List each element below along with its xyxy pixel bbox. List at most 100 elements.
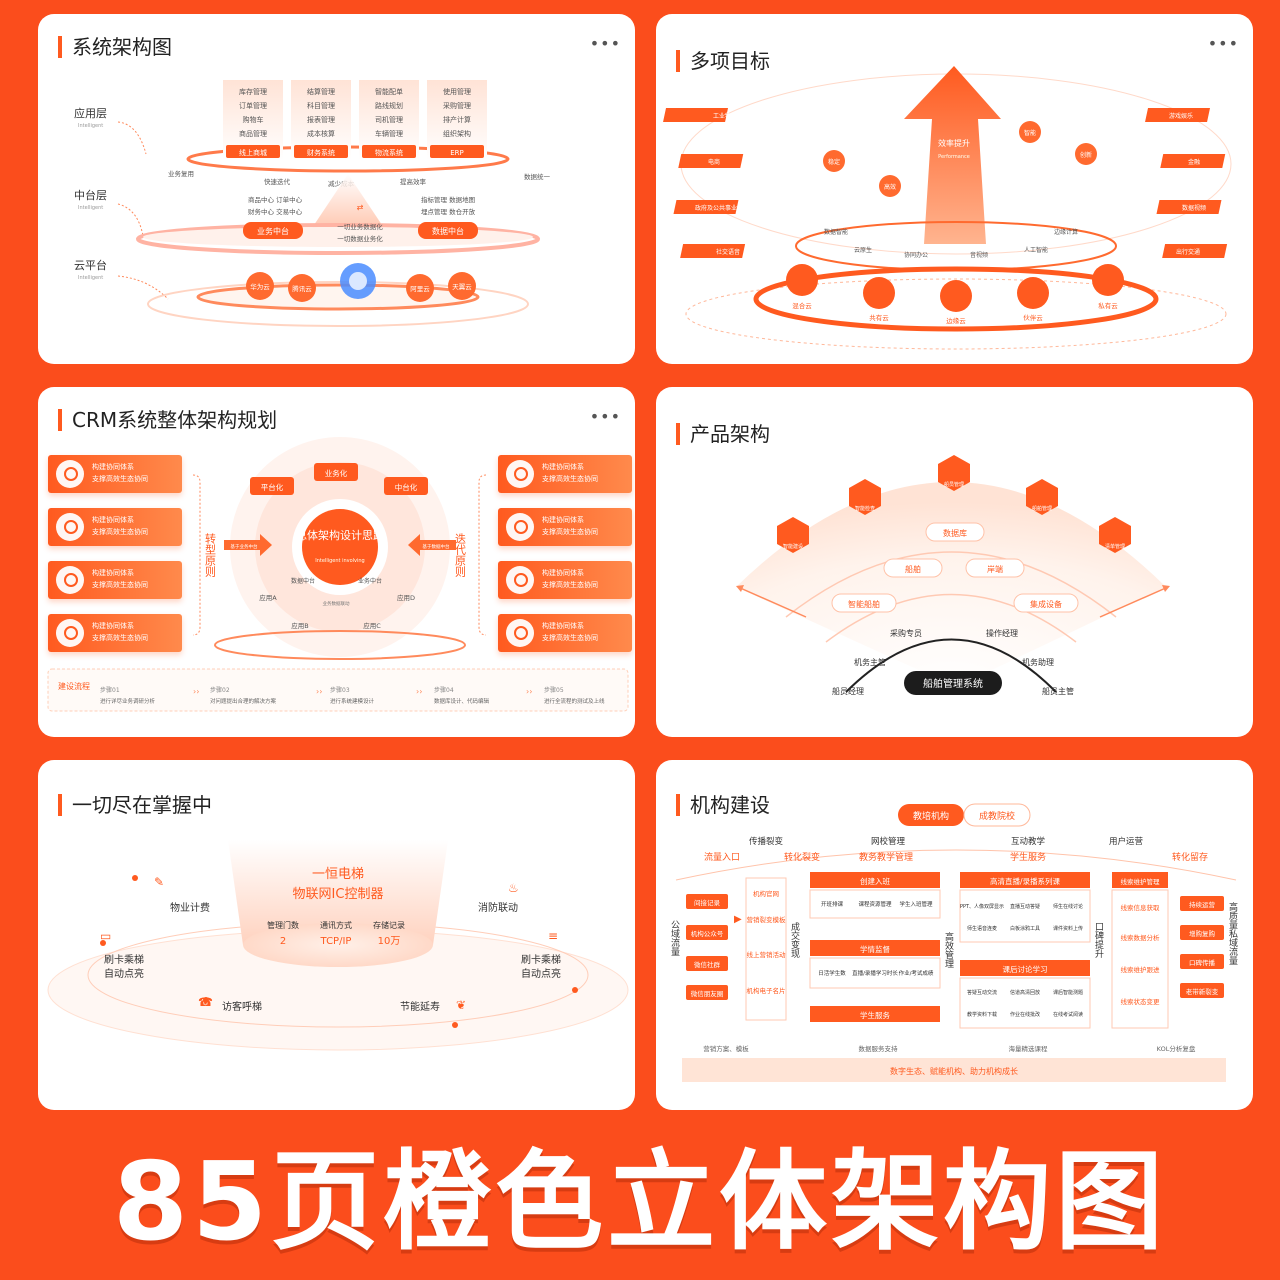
svg-text:线索数据分析: 线索数据分析 — [1121, 933, 1161, 942]
crm-card: 构建协同体系支撑高效生态协同 — [498, 561, 632, 599]
svg-text:数据统一: 数据统一 — [524, 172, 551, 181]
svg-text:减少成本: 减少成本 — [328, 179, 355, 188]
app-column: 库存管理 订单管理 购物车 商品管理 线上商城 — [223, 80, 283, 160]
card-icon: ▭ — [100, 929, 111, 943]
cloud-node — [448, 272, 476, 300]
svg-text:指标管理 数据地图: 指标管理 数据地图 — [421, 195, 475, 204]
arrow-right-icon: ▶ — [734, 914, 742, 925]
svg-text:共有云: 共有云 — [869, 313, 889, 322]
svg-text:腾讯云: 腾讯云 — [292, 284, 312, 293]
svg-text:自动点亮: 自动点亮 — [521, 967, 561, 980]
svg-text:迭代原则: 迭代原则 — [454, 533, 467, 578]
svg-text:线索维护跟进: 线索维护跟进 — [1121, 965, 1161, 974]
svg-text:财务中心 交易中心: 财务中心 交易中心 — [248, 207, 303, 216]
svg-text:船员管理: 船员管理 — [944, 481, 964, 488]
svg-text:机务助理: 机务助理 — [1022, 657, 1054, 667]
chevron-right-icon: ›› — [316, 687, 322, 696]
svg-text:转化留存: 转化留存 — [1172, 851, 1208, 863]
crm-card: 构建协同体系支撑高效生态协同 — [48, 455, 182, 493]
svg-text:结算管理: 结算管理 — [307, 87, 335, 96]
svg-text:商品管理: 商品管理 — [239, 129, 267, 138]
svg-text:间接记录: 间接记录 — [694, 898, 721, 907]
tab-edu — [898, 804, 964, 826]
svg-text:用户运营: 用户运营 — [1109, 836, 1143, 847]
svg-text:日活学生数: 日活学生数 — [818, 969, 846, 977]
svg-text:业务中台: 业务中台 — [257, 226, 289, 236]
svg-text:一切业务数据化: 一切业务数据化 — [337, 222, 383, 231]
svg-text:机构公众号: 机构公众号 — [691, 929, 724, 938]
cloud-node — [863, 277, 895, 309]
svg-text:效率提升: 效率提升 — [938, 138, 970, 148]
svg-text:业务中台: 业务中台 — [358, 577, 382, 585]
svg-text:采购管理: 采购管理 — [443, 101, 471, 110]
svg-text:智能检查: 智能检查 — [855, 505, 875, 512]
svg-text:应用A: 应用A — [259, 593, 277, 602]
layer-label: 中台层 — [74, 188, 107, 202]
svg-text:集成设备: 集成设备 — [1030, 599, 1062, 609]
right-arrow-icon — [224, 534, 272, 556]
svg-text:伙伴云: 伙伴云 — [1023, 313, 1043, 322]
svg-text:10万: 10万 — [378, 936, 401, 947]
crm-card: 构建协同体系支撑高效生态协同 — [48, 561, 182, 599]
svg-text:提高效率: 提高效率 — [400, 177, 427, 186]
svg-text:步骤04: 步骤04 — [434, 686, 454, 694]
svg-text:报表管理: 报表管理 — [307, 115, 335, 124]
svg-text:教培机构: 教培机构 — [913, 810, 949, 822]
chevron-right-icon: ›› — [526, 687, 532, 696]
data-center-button — [418, 222, 478, 239]
svg-text:机构官网: 机构官网 — [753, 889, 779, 898]
more-icon[interactable]: ••• — [1207, 34, 1239, 53]
svg-text:刷卡乘梯: 刷卡乘梯 — [521, 953, 561, 966]
headline: 85页橙色立体架构图 — [112, 1140, 1168, 1265]
svg-text:Intelligent involving: Intelligent involving — [315, 558, 364, 564]
svg-text:TCP/IP: TCP/IP — [320, 936, 352, 947]
svg-text:机构电子名片: 机构电子名片 — [747, 986, 786, 995]
layer-sub: Intelligent — [78, 275, 103, 281]
svg-text:高质量私域流量: 高质量私域流量 — [1227, 901, 1238, 965]
svg-text:成本核算: 成本核算 — [307, 129, 335, 138]
more-icon[interactable]: ••• — [589, 407, 621, 426]
svg-text:社交语音: 社交语音 — [716, 248, 740, 256]
svg-text:稳定: 稳定 — [828, 158, 840, 166]
cloud-node — [940, 280, 972, 312]
billing-icon: ✎ — [154, 875, 164, 889]
crm-card: 构建协同体系支撑高效生态协同 — [48, 508, 182, 546]
svg-text:课件资料上传: 课件资料上传 — [1053, 925, 1083, 932]
more-icon[interactable]: ••• — [589, 34, 621, 53]
svg-text:高效: 高效 — [884, 183, 896, 191]
svg-text:司机管理: 司机管理 — [375, 115, 403, 124]
cloud-node — [1017, 277, 1049, 309]
svg-text:使用管理: 使用管理 — [443, 87, 471, 96]
svg-text:进行详尽业务调研分析: 进行详尽业务调研分析 — [100, 697, 156, 705]
panel-title: 系统架构图 — [58, 36, 172, 58]
svg-text:智能配单: 智能配单 — [375, 87, 403, 96]
svg-text:智能: 智能 — [1024, 129, 1036, 137]
svg-text:机务主管: 机务主管 — [854, 657, 886, 667]
svg-text:消防联动: 消防联动 — [478, 901, 518, 914]
svg-text:PPT、人像双屏显示: PPT、人像双屏显示 — [960, 903, 1004, 910]
svg-text:师生在线讨论: 师生在线讨论 — [1053, 903, 1083, 910]
panel-multi-goals: 多项目标 ••• 工业物联网 电商 政府及公共事业 社交语音 游戏娱乐 金融 — [656, 14, 1253, 364]
svg-text:基于数据中台: 基于数据中台 — [423, 543, 450, 550]
svg-text:直播/录播学习时长: 直播/录播学习时长 — [852, 969, 898, 977]
svg-text:线索状态变更: 线索状态变更 — [1121, 997, 1161, 1006]
svg-text:应用D: 应用D — [397, 593, 415, 602]
svg-text:访客呼梯: 访客呼梯 — [222, 1000, 262, 1013]
svg-text:智能建设: 智能建设 — [783, 543, 803, 550]
svg-text:数据智能: 数据智能 — [824, 228, 848, 236]
svg-text:老带新裂变: 老带新裂变 — [1186, 987, 1219, 996]
crm-card: 构建协同体系支撑高效生态协同 — [498, 614, 632, 652]
svg-text:通讯方式: 通讯方式 — [320, 920, 352, 930]
fire-icon: ♨ — [508, 881, 519, 895]
svg-text:车辆管理: 车辆管理 — [375, 129, 403, 138]
svg-text:华为云: 华为云 — [250, 282, 270, 291]
app-button: ERP — [450, 149, 464, 157]
svg-text:营销方案、模板: 营销方案、模板 — [703, 1044, 749, 1053]
svg-text:存储记录: 存储记录 — [373, 920, 405, 930]
chevron-right-icon: ›› — [416, 687, 422, 696]
layer-label: 应用层 — [74, 106, 107, 120]
svg-text:师生语音连麦: 师生语音连麦 — [967, 925, 997, 932]
svg-text:物联网IC控制器: 物联网IC控制器 — [293, 887, 384, 902]
panel-title: 多项目标 — [676, 50, 770, 72]
up-arrow-icon — [904, 66, 1001, 244]
